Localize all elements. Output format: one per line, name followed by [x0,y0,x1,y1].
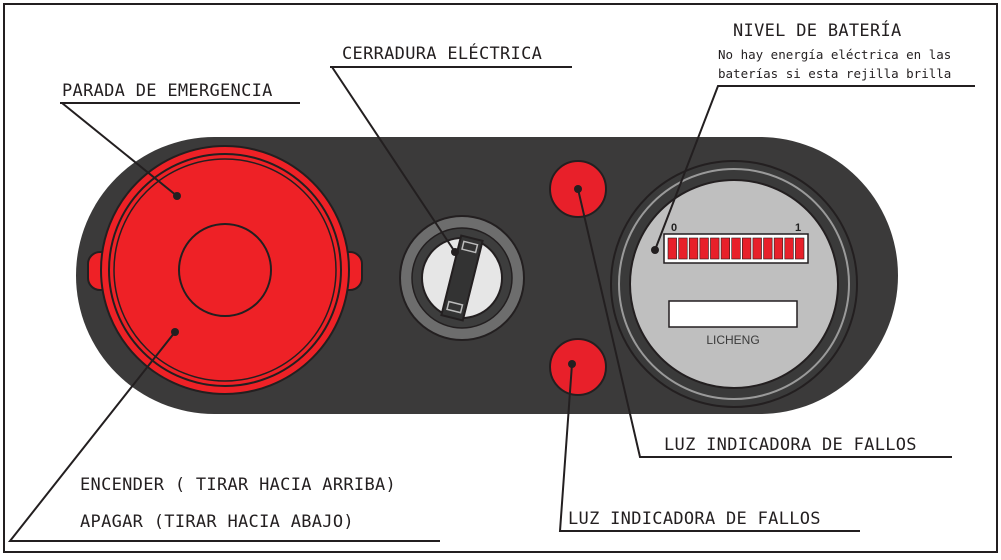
battery-segment [784,237,794,260]
battery-segment [720,237,731,260]
emergency-stop-inner-ring [113,158,337,382]
gauge-brand: LICHENG [706,333,759,347]
gauge-display-window [668,300,798,328]
emergency-stop-center [178,223,272,317]
leader-fault-upper [577,188,952,458]
gauge-rim [618,168,850,400]
label-electric-lock: CERRADURA ELÉCTRICA [342,42,542,64]
label-battery-note-1: No hay energía eléctrica en las [718,47,951,62]
gauge-min-label: 0 [671,222,677,234]
gauge-face [629,179,839,389]
leader-fault-upper-dot [574,185,582,193]
battery-segment [795,237,805,260]
leader-fault-lower-dot [568,360,576,368]
leader-power [7,331,440,542]
fault-light-lower [549,338,607,396]
electric-lock-switch[interactable] [399,215,525,341]
emergency-stop-button[interactable] [87,145,363,395]
battery-segment [710,237,720,260]
label-battery-note-2: baterías si esta rejilla brilla [718,66,951,81]
gauge-max-label: 1 [795,222,801,234]
leader-emergency-stop-dot [173,192,181,200]
battery-segment [731,237,741,260]
battery-segment [763,237,773,260]
leader-lock [331,66,456,253]
battery-segment [667,237,677,260]
label-fault-light-lower: LUZ INDICADORA DE FALLOS [568,509,821,529]
leader-battery-dot [651,246,659,254]
label-fault-light-upper: LUZ INDICADORA DE FALLOS [664,435,917,455]
battery-segments [667,237,805,260]
leader-fault-lower [558,363,860,532]
label-battery-level: NIVEL DE BATERÍA [733,19,902,41]
label-power-on: ENCENDER ( TIRAR HACIA ARRIBA) [80,475,396,495]
label-power-off: APAGAR (TIRAR HACIA ABAJO) [80,512,354,532]
battery-segment [688,237,699,260]
emergency-stop-mid-ring [108,153,342,387]
leader-power-dot [171,328,179,336]
battery-segment [678,237,688,260]
label-emergency-stop: PARADA DE EMERGENCIA [62,81,273,101]
battery-segment [752,237,762,260]
lock-keyway [440,234,484,322]
battery-gauge: 0 1 LICHENG [610,160,858,408]
leader-emergency-stop [61,102,178,197]
battery-segment [699,237,709,260]
leader-battery [654,85,975,251]
battery-segment [742,237,752,260]
leader-lock-dot [451,248,459,256]
battery-segment [773,237,784,260]
